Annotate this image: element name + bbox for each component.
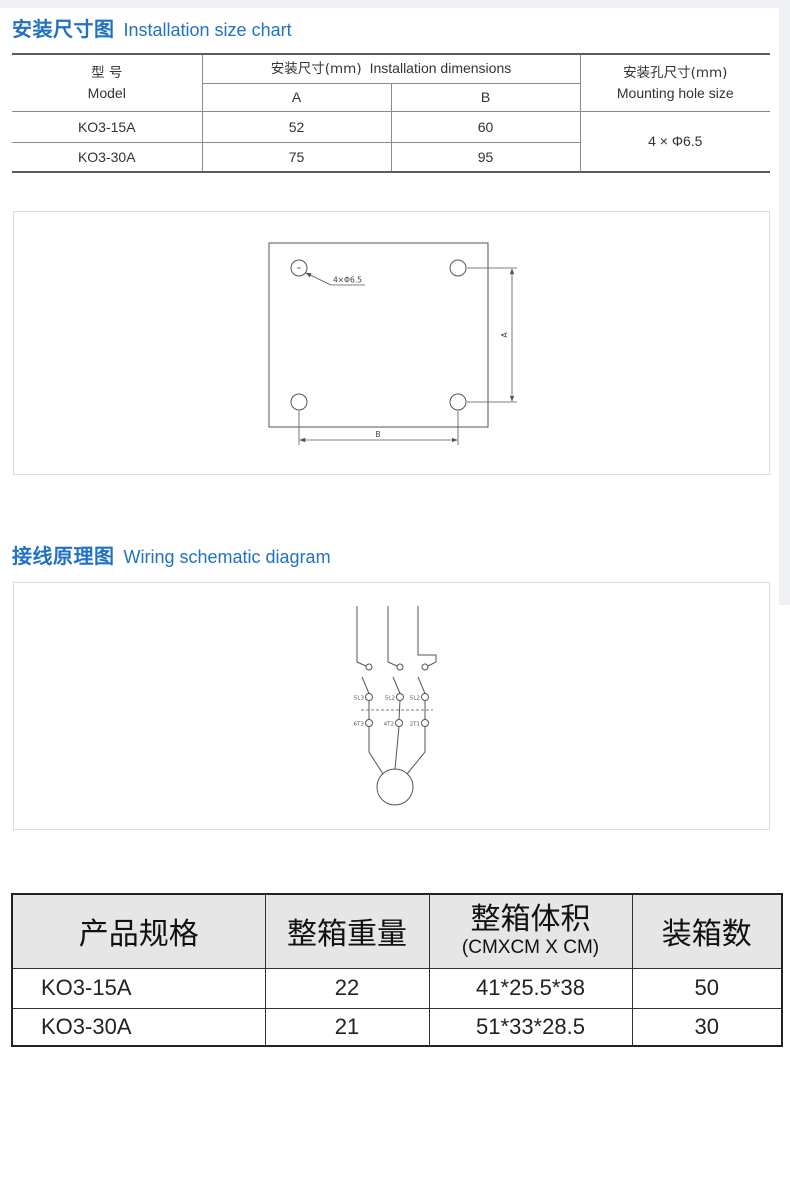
- quantity-cell: 50: [631, 967, 783, 1009]
- page-frame-top: [0, 0, 790, 8]
- dimension-b-header: B: [390, 82, 581, 112]
- hole-size-cell: 4 × Φ6.5: [579, 110, 771, 173]
- contact-blade-1: [361, 676, 370, 694]
- load-terminal-3: [421, 719, 429, 727]
- load-terminal-label-2: 4T2: [384, 722, 394, 728]
- volume-header-unit: (CMXCM X CM): [461, 937, 600, 959]
- contact-upper-2: [396, 663, 404, 671]
- wiring-schematic-title-en: Wiring schematic diagram: [123, 547, 331, 567]
- mounting-diagram: 4×Φ6.5 A B: [268, 242, 517, 445]
- mounting-hole-top-left: [290, 259, 308, 277]
- contact-upper-1: [365, 663, 373, 671]
- contact-upper-3: [421, 663, 429, 671]
- hole-callout-leader: [305, 272, 332, 286]
- packing-table: 产品规格 整箱重量 整箱体积 (CMXCM X CM) 装箱数 KO3-15A …: [11, 893, 783, 1047]
- quantity-header: 装箱数: [631, 893, 783, 969]
- load-terminal-label-3: 2T1: [410, 722, 420, 728]
- mounting-hole-top-right: [449, 259, 467, 277]
- mounting-hole-bottom-right: [449, 393, 467, 411]
- line-terminal-label-2: 5L2: [385, 696, 395, 702]
- hole-size-header-cn: 安装孔尺寸(mm): [623, 64, 728, 81]
- hole-callout-label: 4×Φ6.5: [333, 276, 362, 285]
- line-terminal-1: [365, 693, 373, 701]
- volume-header-label: 整箱体积: [470, 902, 591, 938]
- table-row: KO3-30A 21 51*33*28.5 30: [11, 1007, 783, 1047]
- line-terminal-label-1: 5L3: [354, 696, 365, 702]
- supply-line-2: [387, 606, 398, 667]
- mounting-diagram-panel: 4×Φ6.5 A B: [13, 211, 770, 475]
- packing-table-header-row: 产品规格 整箱重量 整箱体积 (CMXCM X CM) 装箱数: [11, 893, 783, 969]
- installation-size-title-cn: 安装尺寸图: [12, 17, 115, 41]
- size-table-header-row: 型 号 Model 安装尺寸(mm) Installation dimension…: [12, 53, 771, 112]
- weight-cell: 21: [264, 1007, 430, 1047]
- supply-line-3: [417, 606, 437, 667]
- hole-size-header-cell: 安装孔尺寸(mm) Mounting hole size: [579, 53, 771, 112]
- table-row: KO3-15A 22 41*25.5*38 50: [11, 967, 783, 1009]
- installation-size-title-en: Installation size chart: [123, 20, 292, 40]
- spec-cell: KO3-15A: [11, 967, 266, 1009]
- dimensions-header-cn: 安装尺寸(mm): [270, 61, 362, 78]
- quantity-cell: 30: [631, 1007, 783, 1047]
- model-header-cn: 型 号: [91, 64, 123, 81]
- dimension-b-label: B: [375, 430, 380, 439]
- motor-lead-3: [406, 726, 426, 775]
- model-header-en: Model: [87, 84, 126, 101]
- installation-size-table: 型 号 Model 安装尺寸(mm) Installation dimension…: [12, 53, 771, 173]
- model-header-cell: 型 号 Model: [12, 53, 203, 112]
- weight-cell: 22: [264, 967, 430, 1009]
- wiring-schematic-panel: 5L3 5L2 5L2 6T3 4T2 2T1: [13, 582, 770, 830]
- motor-lead-2: [394, 726, 400, 770]
- dimensions-header-cell: 安装尺寸(mm) Installation dimensions: [201, 53, 581, 84]
- dimension-a-cell: 52: [201, 110, 392, 143]
- page-frame-right: [779, 0, 790, 605]
- contact-blade-3: [417, 676, 426, 694]
- volume-cell: 51*33*28.5: [428, 1007, 633, 1047]
- dimension-b-cell: 95: [390, 141, 581, 173]
- volume-cell: 41*25.5*38: [428, 967, 633, 1009]
- dimension-b-cell: 60: [390, 110, 581, 143]
- model-cell: KO3-30A: [12, 141, 203, 173]
- hole-size-header-en: Mounting hole size: [616, 84, 734, 101]
- mounting-plate-outline: [268, 242, 489, 428]
- line-terminal-3: [421, 693, 429, 701]
- dimension-a-label: A: [500, 332, 509, 338]
- supply-line-1: [356, 606, 367, 667]
- installation-size-title: 安装尺寸图 Installation size chart: [12, 15, 292, 43]
- model-cell: KO3-15A: [12, 110, 203, 143]
- weight-header: 整箱重量: [264, 893, 430, 969]
- contact-blade-2: [392, 676, 401, 694]
- load-terminal-2: [395, 719, 403, 727]
- load-terminal-label-1: 6T3: [354, 722, 365, 728]
- table-row: KO3-15A 52 60 4 × Φ6.5: [12, 110, 771, 173]
- dimension-a-header: A: [201, 82, 392, 112]
- motor-symbol: [376, 768, 414, 806]
- mounting-hole-bottom-left: [290, 393, 308, 411]
- volume-header: 整箱体积 (CMXCM X CM): [428, 893, 633, 969]
- dimension-a-cell: 75: [201, 141, 392, 173]
- load-terminal-1: [365, 719, 373, 727]
- spec-cell: KO3-30A: [11, 1007, 266, 1047]
- dimensions-header-en: Installation dimensions: [369, 60, 512, 77]
- line-terminal-label-3: 5L2: [410, 696, 420, 702]
- motor-lead-1: [368, 726, 384, 775]
- line-terminal-2: [396, 693, 404, 701]
- spec-header: 产品规格: [11, 893, 266, 969]
- main-contact-2: [398, 700, 401, 720]
- wiring-schematic: 5L3 5L2 5L2 6T3 4T2 2T1: [354, 606, 437, 806]
- wiring-schematic-title-cn: 接线原理图: [12, 544, 115, 568]
- table-row: KO3-30A 75 95: [12, 141, 770, 173]
- wiring-schematic-title: 接线原理图 Wiring schematic diagram: [12, 542, 331, 570]
